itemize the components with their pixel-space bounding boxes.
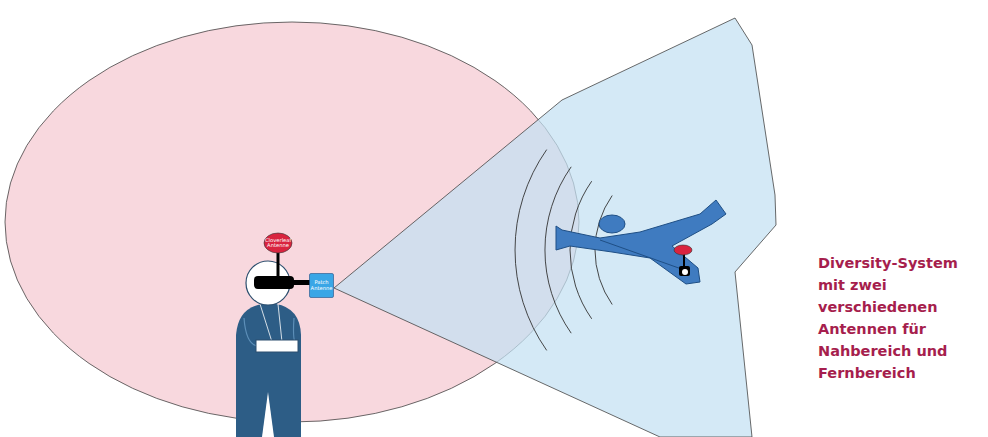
drone-antenna [674,245,692,255]
cloverleaf-antenna-shape [264,233,292,253]
signal-wave [545,167,571,333]
drone-fuselage [600,240,690,272]
signal-wave [515,150,547,351]
antenna-mount [292,280,310,285]
patch-antenna-shape [310,274,334,298]
remote-control [256,340,298,352]
camera-lens [682,269,688,275]
cloverleaf-antenna: Cloverleaf Antenne [264,233,292,253]
fpv-goggles [254,276,294,289]
patch-antenna: Patch Antenne [309,273,334,298]
leg-gap [262,392,274,437]
pilot-figure [236,252,310,437]
drone-camera [679,266,690,276]
antenna-label: Patch Antenne [310,280,333,291]
antenna-label: Cloverleaf Antenne [265,238,291,249]
drone-fin [599,215,625,233]
lanyard [260,304,282,342]
far-range-lobe [334,18,776,437]
figure-caption: Diversity-System mit zwei verschiedenen … [818,252,963,384]
drone-wing [556,200,726,284]
pilot-body [236,304,301,437]
signal-wave [570,181,592,319]
drone [556,200,726,284]
antenna-mast [277,252,280,278]
